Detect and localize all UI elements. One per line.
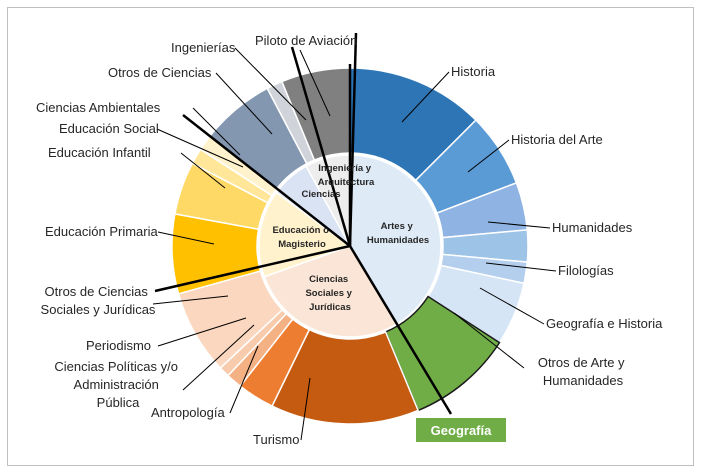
leader-educacion-infantil <box>180 152 226 189</box>
leader-educacion-primaria <box>157 231 215 245</box>
leader-antropologia <box>229 345 259 414</box>
geografia-highlight-box <box>416 418 506 442</box>
leader-humanidades <box>487 221 551 229</box>
leader-turismo <box>300 377 311 441</box>
label-educacion-social: Educación Social <box>59 121 159 136</box>
label-periodismo: Periodismo <box>86 338 151 353</box>
inner-label-engineering: Ingeniería y Arquitectura <box>318 163 375 188</box>
divider-line-4 <box>290 46 352 247</box>
leader-historia-del-arte <box>467 139 510 173</box>
inner-label-arts: Artes y Humanidades <box>367 221 429 246</box>
inner-label-education: Educación o Magisterio <box>272 225 331 250</box>
leader-lines <box>152 47 557 441</box>
leader-geografia-e-historia <box>479 287 545 325</box>
inner-slice-educacion-o-magisterio <box>258 191 352 278</box>
label-filologias: Filologías <box>558 263 614 278</box>
leader-piloto-de-aviacion <box>299 49 331 117</box>
leader-filologias <box>485 262 557 272</box>
leader-periodismo <box>157 317 247 347</box>
label-educacion-infantil: Educación Infantil <box>48 145 151 160</box>
label-geografia-e-historia: Geografía e Historia <box>546 316 663 331</box>
leader-historia <box>401 71 450 123</box>
divider-line-1 <box>348 245 453 415</box>
leader-otros-de-arte-y-humanidades <box>453 312 525 369</box>
label-otros-sociales: Otros de Ciencias Sociales y Jurídicas <box>41 284 156 317</box>
label-ciencias-ambientales: Ciencias Ambientales <box>36 100 161 115</box>
label-otros-arte: Otros de Arte y Humanidades <box>538 355 628 388</box>
leader-ciencias-politicas-y-o-administracion-publica <box>182 324 255 391</box>
inner-ring <box>258 154 442 338</box>
label-humanidades: Humanidades <box>552 220 633 235</box>
label-piloto: Piloto de Aviación <box>255 33 357 48</box>
leader-ciencias-ambientales <box>192 107 241 156</box>
label-ciencias-politicas: Ciencias Políticas y/o Administración Pú… <box>54 359 181 410</box>
inner-label-social: Ciencias Sociales y Jurídicas <box>305 274 354 313</box>
leader-otros-de-ciencias-sociales-y-juridicas <box>152 295 229 305</box>
label-otros-ciencias: Otros de Ciencias <box>108 65 212 80</box>
label-geografia: Geografía <box>431 423 492 438</box>
label-antropologia: Antropología <box>151 405 225 420</box>
outer-ring <box>171 67 529 425</box>
label-ingenierias: Ingenierías <box>171 40 236 55</box>
leader-educacion-social <box>156 128 244 168</box>
label-turismo: Turismo <box>253 432 299 447</box>
label-educacion-primaria: Educación Primaria <box>45 224 158 239</box>
label-historia: Historia <box>451 64 496 79</box>
label-historia-del-arte: Historia del Arte <box>511 132 603 147</box>
leader-otros-de-ciencias <box>215 72 273 135</box>
inner-label-sciences: Ciencias <box>301 189 340 200</box>
divider-line-2 <box>154 244 351 293</box>
divider-line-3 <box>182 114 351 247</box>
category-dividers <box>154 32 453 415</box>
leader-ingenierias <box>234 47 307 121</box>
